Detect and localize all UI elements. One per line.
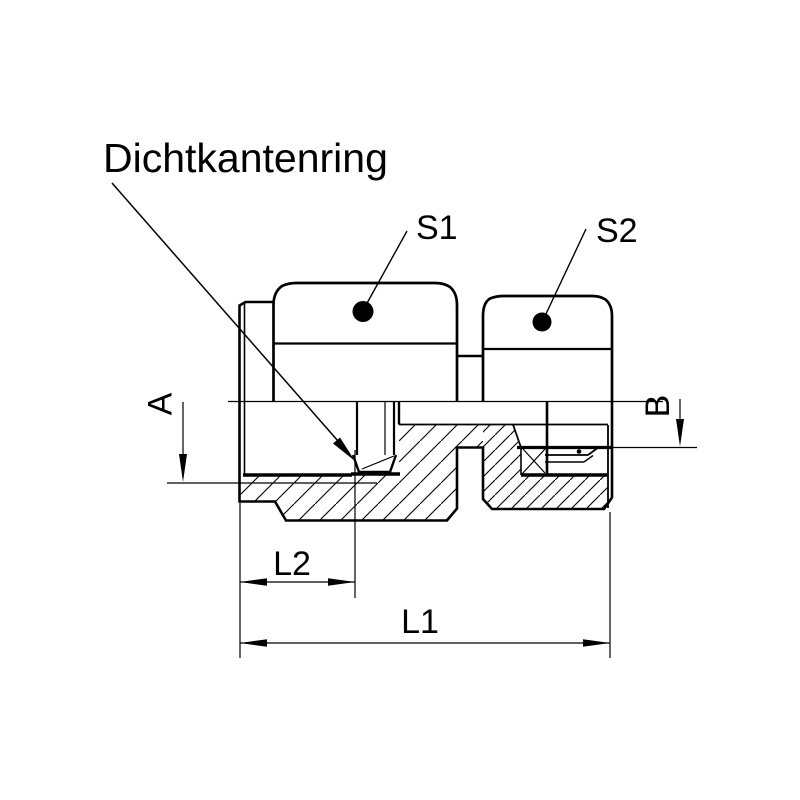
left-body-hatch xyxy=(239,424,483,521)
right-nut-hatch-front xyxy=(483,424,547,509)
dimension-a: A xyxy=(142,392,377,484)
dimension-l2: L2 xyxy=(239,450,356,658)
marker-s2: S2 xyxy=(532,212,638,332)
dimension-a-label: A xyxy=(142,392,180,415)
dimension-a-arrowhead xyxy=(179,454,187,482)
clamp-edge-lower-tip xyxy=(583,454,594,463)
dimension-l1-label: L1 xyxy=(401,603,439,641)
dimension-b-label: B xyxy=(639,395,677,418)
callout-leader-line xyxy=(111,182,339,442)
dimension-l2-arrowhead-left xyxy=(240,578,267,586)
left-collar-outline xyxy=(238,300,274,475)
marker-s2-label: S2 xyxy=(596,212,638,250)
seal-ring-nose xyxy=(351,454,398,474)
callout-dichtkantenring: Dichtkantenring xyxy=(103,135,388,461)
hex-nut2-outline xyxy=(481,294,614,402)
dimension-l1: L1 xyxy=(240,512,611,658)
section-view xyxy=(238,401,614,522)
marker-s2-leader-line xyxy=(544,228,587,317)
outside-view xyxy=(238,281,614,475)
callout-leader-arrowhead xyxy=(333,437,355,461)
dimension-l1-arrowhead-right xyxy=(583,639,610,647)
clamp-edge-upper-tip xyxy=(587,447,598,456)
marker-s1-dot xyxy=(352,301,374,322)
marker-s2-dot xyxy=(532,312,552,332)
dimension-b-arrowhead xyxy=(676,419,684,447)
marker-s1-label: S1 xyxy=(416,209,458,247)
dimension-l2-label: L2 xyxy=(273,545,311,583)
marker-s1-leader-line xyxy=(365,230,408,306)
seal-ring-facet-line xyxy=(361,455,395,470)
hex-nut1-outline xyxy=(272,281,459,402)
dimension-l2-arrowhead-right xyxy=(328,578,355,586)
clamp-point-dot xyxy=(576,449,582,454)
marker-s1: S1 xyxy=(352,209,458,322)
dimension-b: B xyxy=(612,395,697,449)
section-hatching xyxy=(239,424,607,521)
callout-dichtkantenring-label: Dichtkantenring xyxy=(103,135,388,181)
dimension-l1-arrowhead-left xyxy=(240,639,267,647)
seat-cone-edge xyxy=(512,424,522,448)
right-nut-hatch-back xyxy=(547,475,607,508)
section-outer-profile xyxy=(238,401,614,522)
cutting-ring-facet-2 xyxy=(522,448,546,474)
cutting-ring-facet-1 xyxy=(521,448,546,475)
